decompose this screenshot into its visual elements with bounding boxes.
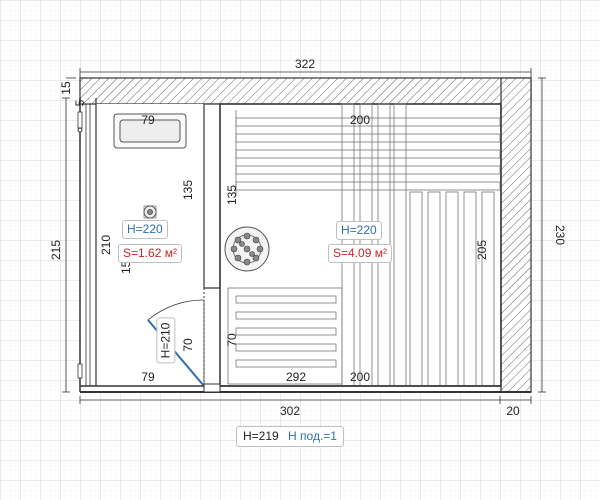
window	[77, 111, 83, 379]
dim-top-width: 322	[295, 57, 315, 71]
dim-left-top-5: 5	[73, 99, 87, 106]
dim-room-top: 200	[350, 113, 370, 127]
door-height-label: H=210	[156, 317, 176, 364]
wash-height-label: H=220	[122, 220, 168, 239]
dim-room-bottom: 200	[350, 370, 370, 384]
dim-bench-top: 79	[141, 113, 155, 127]
dim-bench-bottom: 79	[141, 370, 155, 384]
sauna-height-label: H=220	[336, 221, 382, 240]
dimension-lines	[62, 68, 546, 404]
lower-bench	[227, 287, 343, 385]
sauna-area-label: S=4.09 м²	[328, 244, 392, 263]
bottom-wall	[80, 383, 531, 393]
dim-left-inner: 210	[99, 235, 113, 255]
dim-room-bottom-total: 292	[286, 370, 306, 384]
dim-partition-upper-right: 135	[225, 185, 239, 205]
shower-icon	[113, 113, 187, 219]
dim-door-height-right: 70	[225, 333, 239, 347]
dim-left-outer: 215	[49, 240, 63, 260]
dim-right-height: 230	[553, 225, 567, 245]
left-wall	[79, 98, 97, 392]
dim-room-right: 205	[475, 240, 489, 260]
footer-height: H=219	[243, 429, 279, 443]
dim-bottom-width: 302	[280, 404, 300, 418]
upper-bench	[235, 110, 501, 196]
footer-info: H=219 H под.=1	[236, 426, 344, 447]
dim-bottom-right: 20	[506, 404, 520, 418]
dim-partition-upper-left: 135	[181, 180, 195, 200]
footer-floor: H под.=1	[288, 429, 337, 443]
stove-icon	[224, 226, 270, 272]
dim-left-top-15: 15	[59, 81, 73, 95]
wash-area-label: S=1.62 м²	[118, 244, 182, 263]
dim-door-height: 70	[181, 338, 195, 352]
